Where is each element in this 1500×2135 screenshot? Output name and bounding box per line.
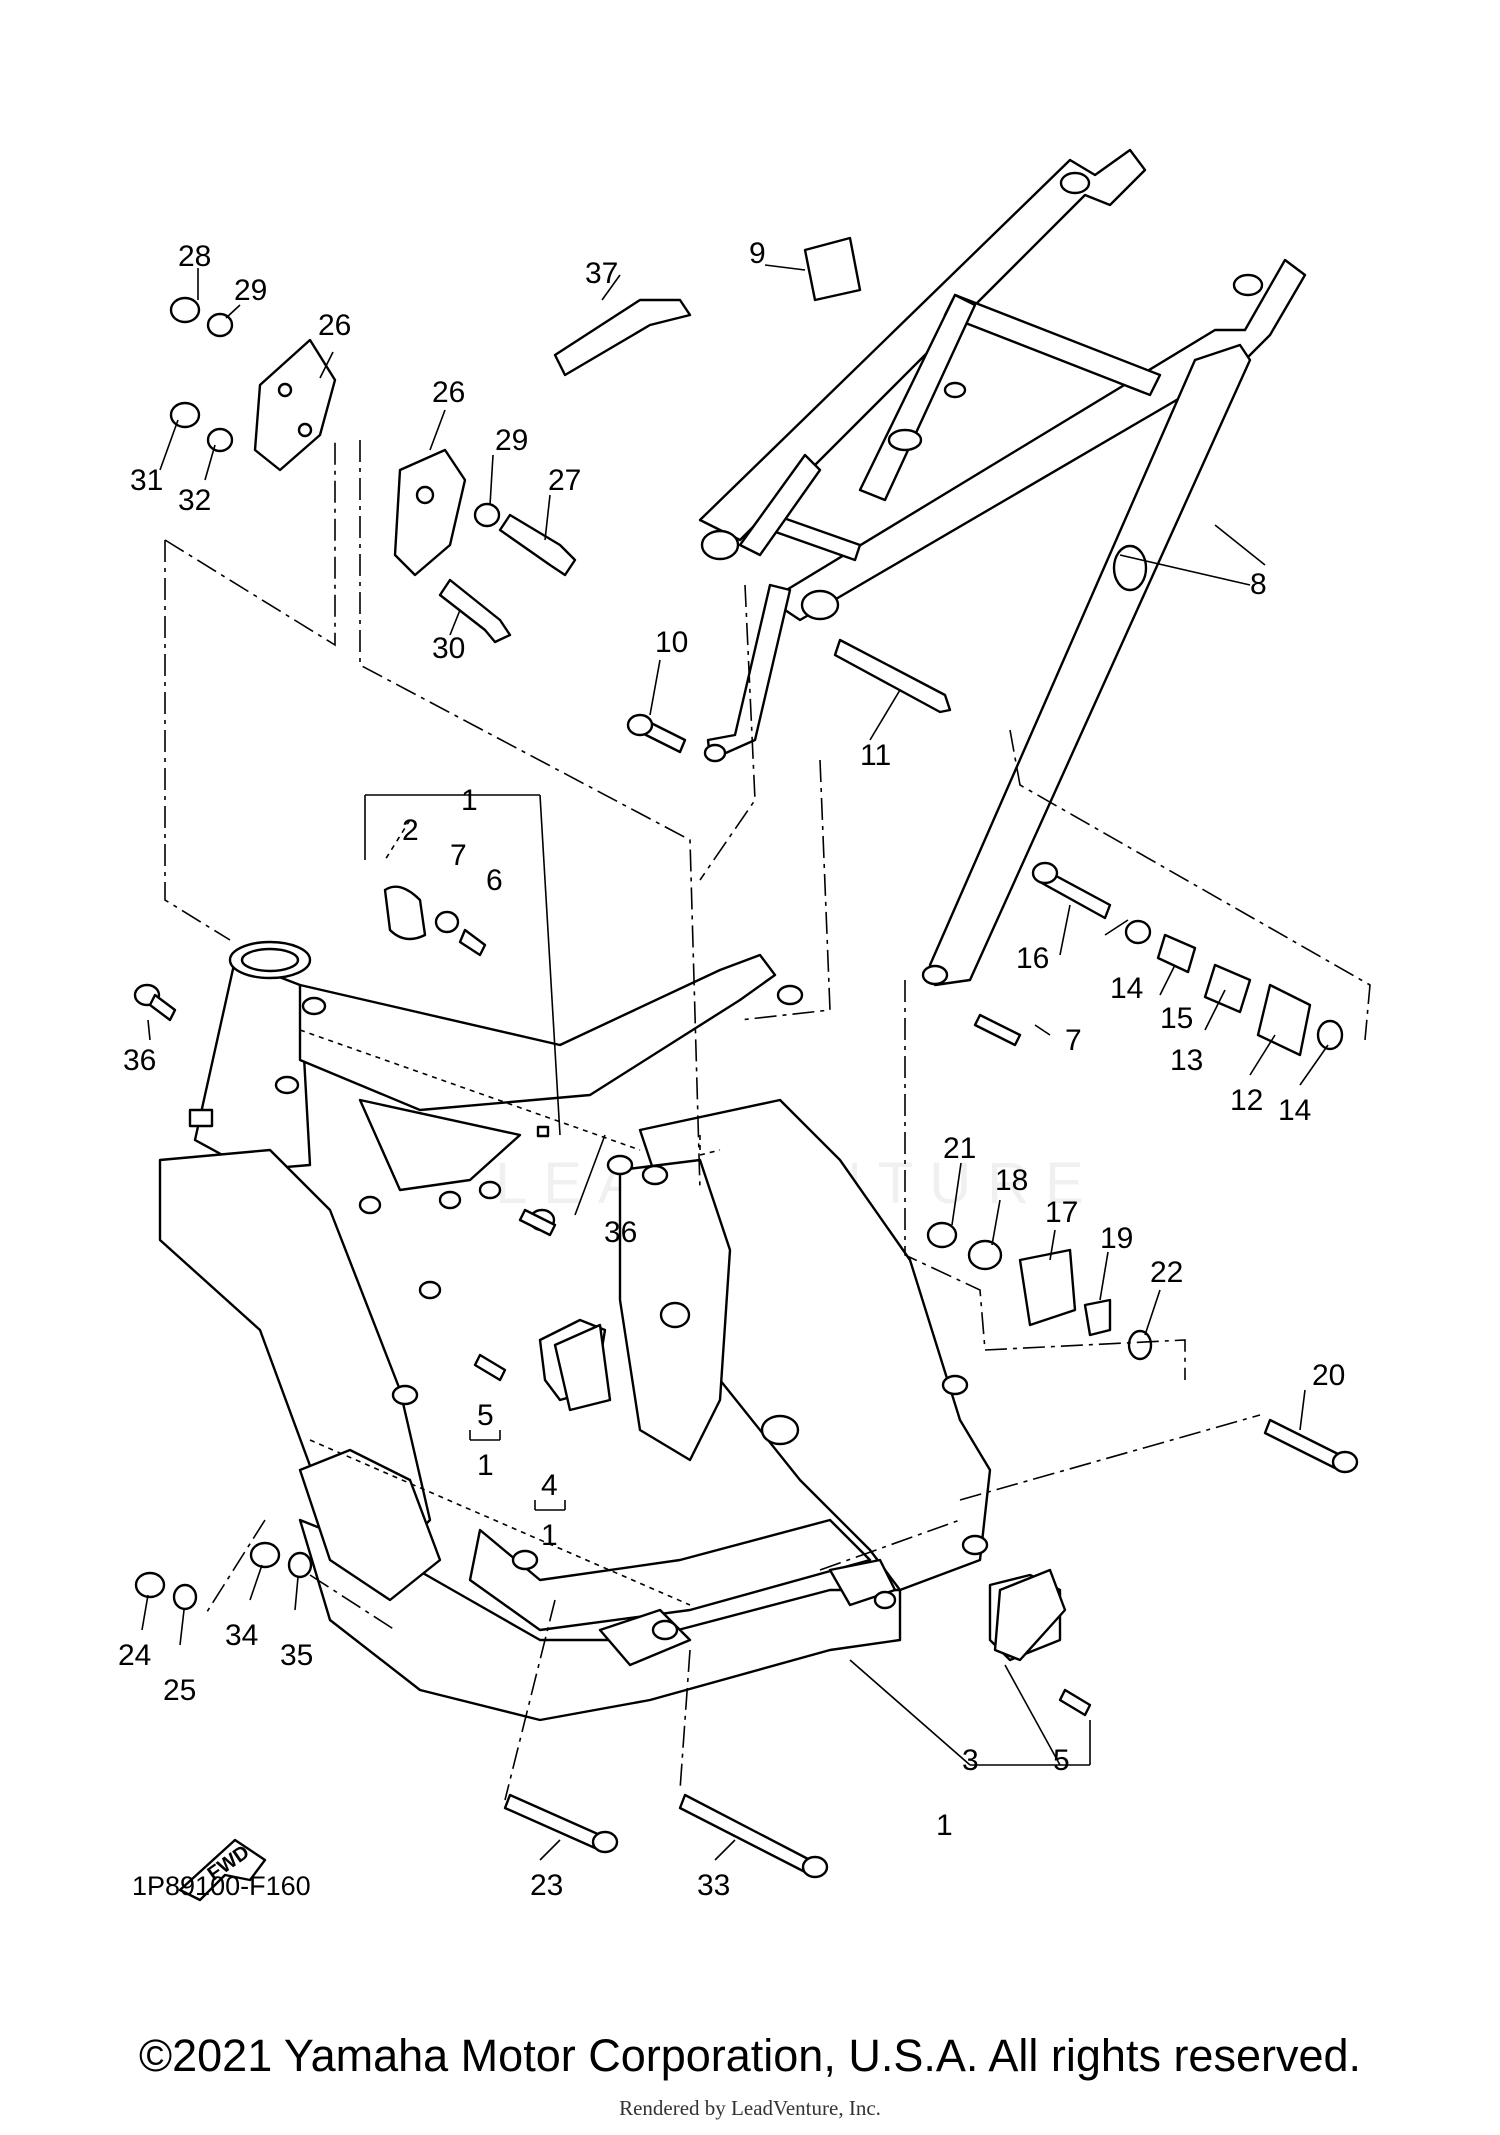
rendered-by-notice: Rendered by LeadVenture, Inc. — [619, 2096, 881, 2120]
callout-29: 29 — [234, 274, 267, 307]
copyright-notice: ©2021 Yamaha Motor Corporation, U.S.A. A… — [138, 2030, 1362, 2081]
callout-1: 1 — [936, 1809, 953, 1842]
callout-19: 19 — [1100, 1222, 1133, 1255]
callout-29: 29 — [495, 424, 528, 457]
diagram-id: 1P89100-F160 — [132, 1871, 311, 1901]
callout-31: 31 — [130, 464, 163, 497]
callout-16: 16 — [1016, 942, 1049, 975]
callout-7: 7 — [450, 839, 467, 872]
callout-26: 26 — [432, 376, 465, 409]
leader-lines — [141, 264, 1371, 1861]
callout-14: 14 — [1278, 1094, 1311, 1127]
callout-9: 9 — [749, 237, 766, 270]
callout-5: 5 — [1053, 1744, 1070, 1777]
callout-20: 20 — [1312, 1359, 1345, 1392]
callout-4: 4 — [541, 1469, 558, 1502]
callout-11: 11 — [860, 739, 891, 772]
callout-1: 1 — [477, 1449, 494, 1482]
callout-7: 7 — [1065, 1024, 1082, 1057]
callout-36: 36 — [123, 1044, 156, 1077]
rear-subframe — [698, 148, 1307, 987]
callout-30: 30 — [432, 632, 465, 665]
callout-23: 23 — [530, 1869, 563, 1902]
main-frame — [158, 940, 1062, 1722]
callout-25: 25 — [163, 1674, 196, 1707]
callout-26: 26 — [318, 309, 351, 342]
callout-2: 2 — [402, 814, 419, 847]
callout-10: 10 — [655, 626, 688, 659]
callout-17: 17 — [1045, 1196, 1078, 1229]
callout-8: 8 — [1250, 568, 1267, 601]
callout-12: 12 — [1230, 1084, 1263, 1117]
callout-15: 15 — [1160, 1002, 1193, 1035]
callout-18: 18 — [995, 1164, 1028, 1197]
callout-22: 22 — [1150, 1256, 1183, 1289]
callout-6: 6 — [486, 864, 503, 897]
callout-13: 13 — [1170, 1044, 1203, 1077]
callout-1: 1 — [541, 1519, 558, 1552]
callout-1: 1 — [461, 784, 478, 817]
callout-37: 37 — [585, 257, 618, 290]
callout-33: 33 — [697, 1869, 730, 1902]
callout-21: 21 — [943, 1132, 976, 1165]
callout-32: 32 — [178, 484, 211, 517]
callout-28: 28 — [178, 240, 211, 273]
callout-34: 34 — [225, 1619, 258, 1652]
callouts: 28 29 26 31 32 26 29 27 30 37 9 8 10 11 … — [118, 237, 1345, 1902]
callout-3: 3 — [962, 1744, 979, 1777]
callout-14: 14 — [1110, 972, 1143, 1005]
callout-27: 27 — [548, 464, 581, 497]
small-parts — [133, 236, 1359, 1902]
callout-35: 35 — [280, 1639, 313, 1672]
callout-36: 36 — [604, 1216, 637, 1249]
callout-5: 5 — [477, 1399, 494, 1432]
callout-24: 24 — [118, 1639, 151, 1672]
